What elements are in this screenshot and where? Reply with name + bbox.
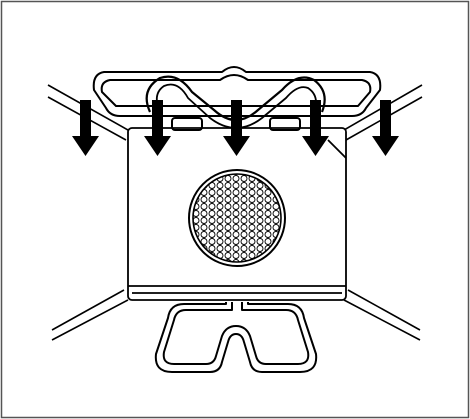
hexagonal-mesh-fan-grille xyxy=(189,170,285,266)
